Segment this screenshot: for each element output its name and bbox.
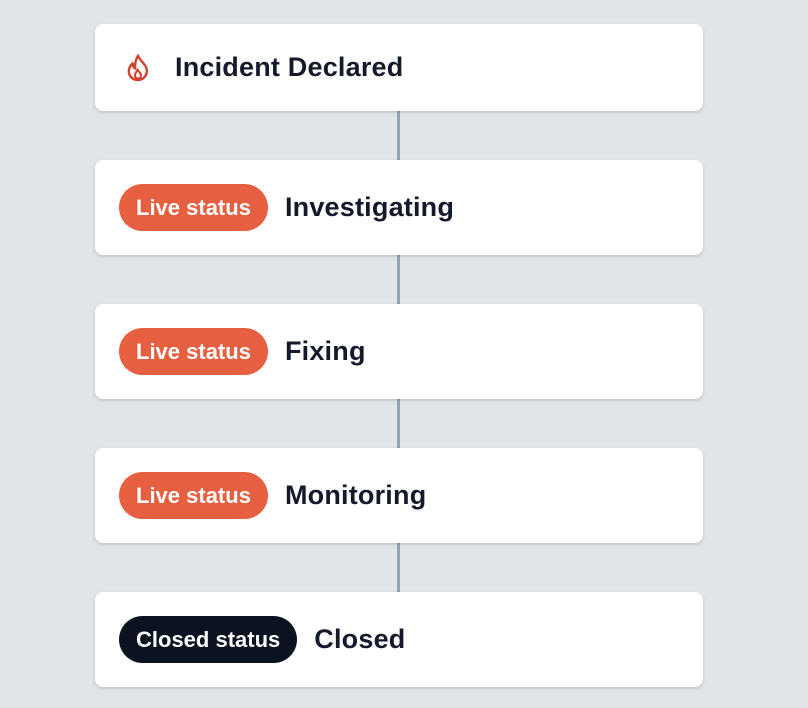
closed-status-badge: Closed status xyxy=(119,616,298,663)
status-card-monitoring[interactable]: Live status Monitoring xyxy=(95,448,703,543)
timeline-connector xyxy=(397,111,400,160)
status-card-closed[interactable]: Closed status Closed xyxy=(95,592,703,687)
status-title: Closed xyxy=(314,624,406,654)
incident-declared-title: Incident Declared xyxy=(175,52,404,82)
timeline-connector xyxy=(397,543,400,592)
live-status-badge: Live status xyxy=(119,472,268,519)
timeline-connector xyxy=(397,399,400,448)
status-card-investigating[interactable]: Live status Investigating xyxy=(95,160,703,255)
status-title: Monitoring xyxy=(284,480,427,510)
timeline-connector xyxy=(397,255,400,304)
status-title: Investigating xyxy=(284,192,455,222)
status-title: Fixing xyxy=(284,336,366,366)
live-status-badge: Live status xyxy=(119,184,268,231)
flame-icon xyxy=(123,53,153,83)
live-status-badge: Live status xyxy=(119,328,268,375)
incident-declared-card[interactable]: Incident Declared xyxy=(95,24,703,111)
status-card-fixing[interactable]: Live status Fixing xyxy=(95,304,703,399)
